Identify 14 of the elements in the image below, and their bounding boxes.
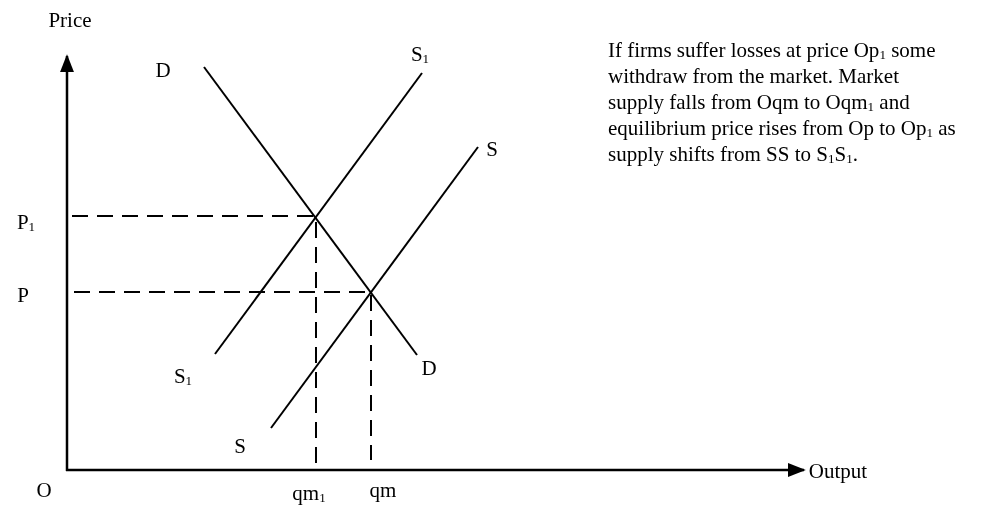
curve-label: D xyxy=(155,58,171,82)
axis-label: Price xyxy=(48,8,92,32)
curve-label: D xyxy=(421,356,437,380)
quantity-label: qm xyxy=(369,478,397,502)
curve-label: S xyxy=(486,137,498,161)
price-label: P xyxy=(17,283,29,307)
curve-label: S$_{1}$ xyxy=(173,364,193,388)
axis-label: Output xyxy=(808,459,868,483)
curve-label: S xyxy=(234,434,246,458)
note-text: If firms suffer losses at price Op$_{1}$ some withdraw from the market. Market supply falls from Oqm to Oqm$_{1}$ and equilibrium price rises from Op to Op$_{1}$ as supply shifts from SS to S$_{1}$S$_{1}$. xyxy=(608,37,957,167)
origin-label: O xyxy=(36,478,52,502)
price-label: P$_{1}$ xyxy=(16,210,36,234)
quantity-label: qm$_{1}$ xyxy=(292,481,326,505)
curve-label: S$_{1}$ xyxy=(410,42,430,66)
